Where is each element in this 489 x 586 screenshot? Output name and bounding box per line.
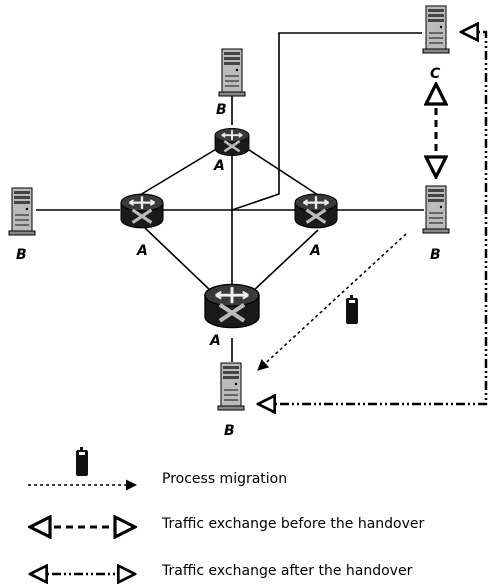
label-router-right: A (309, 243, 321, 259)
label-router-bottom: A (209, 333, 221, 349)
server-bottom (217, 362, 245, 411)
server-c (422, 5, 450, 54)
router-bottom (205, 284, 259, 327)
server-top (218, 48, 246, 97)
router-top (213, 127, 251, 157)
legend-before-handover-label: Traffic exchange before the handover (161, 516, 424, 532)
server-left (8, 187, 36, 236)
legend-after-handover-label: Traffic exchange after the handover (161, 563, 413, 579)
label-router-left: A (136, 243, 148, 259)
label-server-left: B (16, 247, 27, 263)
label-server-top: B (216, 102, 227, 118)
link-router-right-router-bottom (251, 229, 319, 293)
server-right (422, 185, 450, 234)
link-center-to-server-c (231, 32, 422, 211)
legend-process-token-icon (76, 447, 88, 476)
process-migration-arrow (257, 233, 407, 371)
label-server-right: B (430, 247, 441, 263)
link-router-top-router-right (245, 147, 319, 196)
router-left (119, 192, 165, 230)
legend-process-migration-label: Process migration (162, 471, 287, 487)
label-server-bottom: B (224, 423, 235, 439)
link-router-left-router-bottom (144, 227, 213, 293)
label-router-top: A (213, 158, 225, 174)
traffic-after-handover-arrow (258, 32, 488, 404)
label-server-c: C (430, 66, 441, 82)
legend: Process migration Traffic exchange befor… (28, 447, 424, 579)
process-token-icon (346, 295, 358, 324)
router-right (293, 192, 339, 230)
link-router-top-router-left (139, 147, 219, 196)
